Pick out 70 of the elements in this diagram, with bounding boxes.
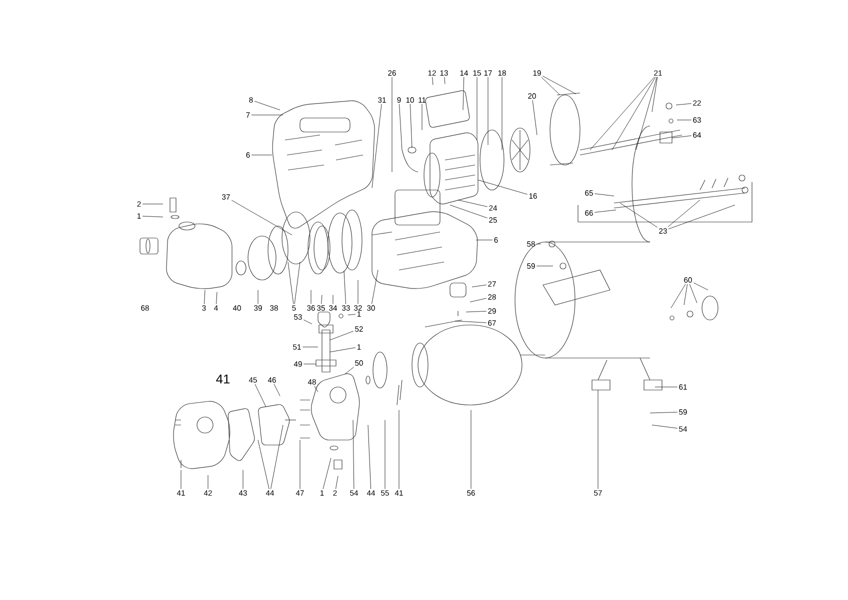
leader-line [368, 424, 372, 490]
leader-line [231, 200, 292, 236]
leader-line [594, 193, 614, 196]
leader-line [612, 76, 656, 150]
leader-line [242, 470, 244, 490]
leader-line [652, 76, 658, 112]
leader-line [254, 384, 266, 408]
leader-line [303, 320, 312, 324]
leader-line [399, 104, 402, 150]
leader-line [348, 314, 356, 316]
leader-line [204, 290, 206, 304]
leader-line [322, 458, 332, 490]
leader-line [472, 284, 487, 288]
leader-line [352, 420, 354, 490]
leader-line [432, 76, 434, 86]
leader-line [684, 284, 688, 306]
leader-line [372, 104, 382, 188]
leader-line [668, 204, 736, 230]
leader-line [620, 202, 658, 228]
leader-line [321, 294, 322, 304]
leader-line [288, 262, 294, 304]
leader-line [444, 76, 446, 84]
leader-line [668, 200, 700, 228]
leader-line [652, 424, 678, 428]
leader-line [462, 76, 464, 110]
leader-line [410, 104, 412, 148]
leader-line [310, 290, 312, 304]
leader-line [532, 100, 538, 136]
leader-line [689, 284, 698, 304]
leader-line [470, 410, 472, 490]
leader-line [594, 210, 616, 213]
leader-line [541, 76, 560, 96]
leader-line [466, 311, 487, 312]
leader-line [254, 101, 280, 110]
leader-line [636, 76, 658, 150]
leader-line [372, 270, 378, 304]
leader-line [294, 262, 300, 304]
leader-line [302, 346, 318, 348]
leader-line [398, 410, 400, 490]
leader-line [270, 424, 284, 490]
leader-line [330, 347, 356, 352]
leader-line [251, 114, 284, 116]
leader-line [180, 470, 182, 490]
leader-line [542, 76, 576, 94]
leader-line [654, 386, 678, 388]
leader-line [142, 216, 164, 218]
leader-line [344, 366, 354, 374]
callout-number: 41 [216, 374, 230, 384]
leader-line [330, 330, 354, 340]
leader-line [454, 320, 487, 323]
leader-line [216, 292, 218, 304]
leader-line [693, 282, 708, 290]
leader-line [336, 476, 338, 490]
leader-line [450, 204, 488, 218]
leader-line [476, 76, 478, 140]
leader-line [458, 200, 488, 207]
leader-line [470, 298, 487, 302]
leader-line [650, 412, 678, 414]
leader-line [670, 284, 686, 308]
leader-line [384, 420, 386, 490]
leader-line [251, 154, 272, 156]
leader-line [258, 440, 270, 490]
leader-line [478, 180, 528, 195]
leader-line [344, 270, 346, 304]
leader-line [274, 384, 280, 396]
leader-line [314, 386, 318, 392]
leader-line [676, 103, 692, 106]
leader-line [332, 294, 334, 304]
leader-line [590, 76, 655, 150]
leader-line [672, 135, 692, 138]
